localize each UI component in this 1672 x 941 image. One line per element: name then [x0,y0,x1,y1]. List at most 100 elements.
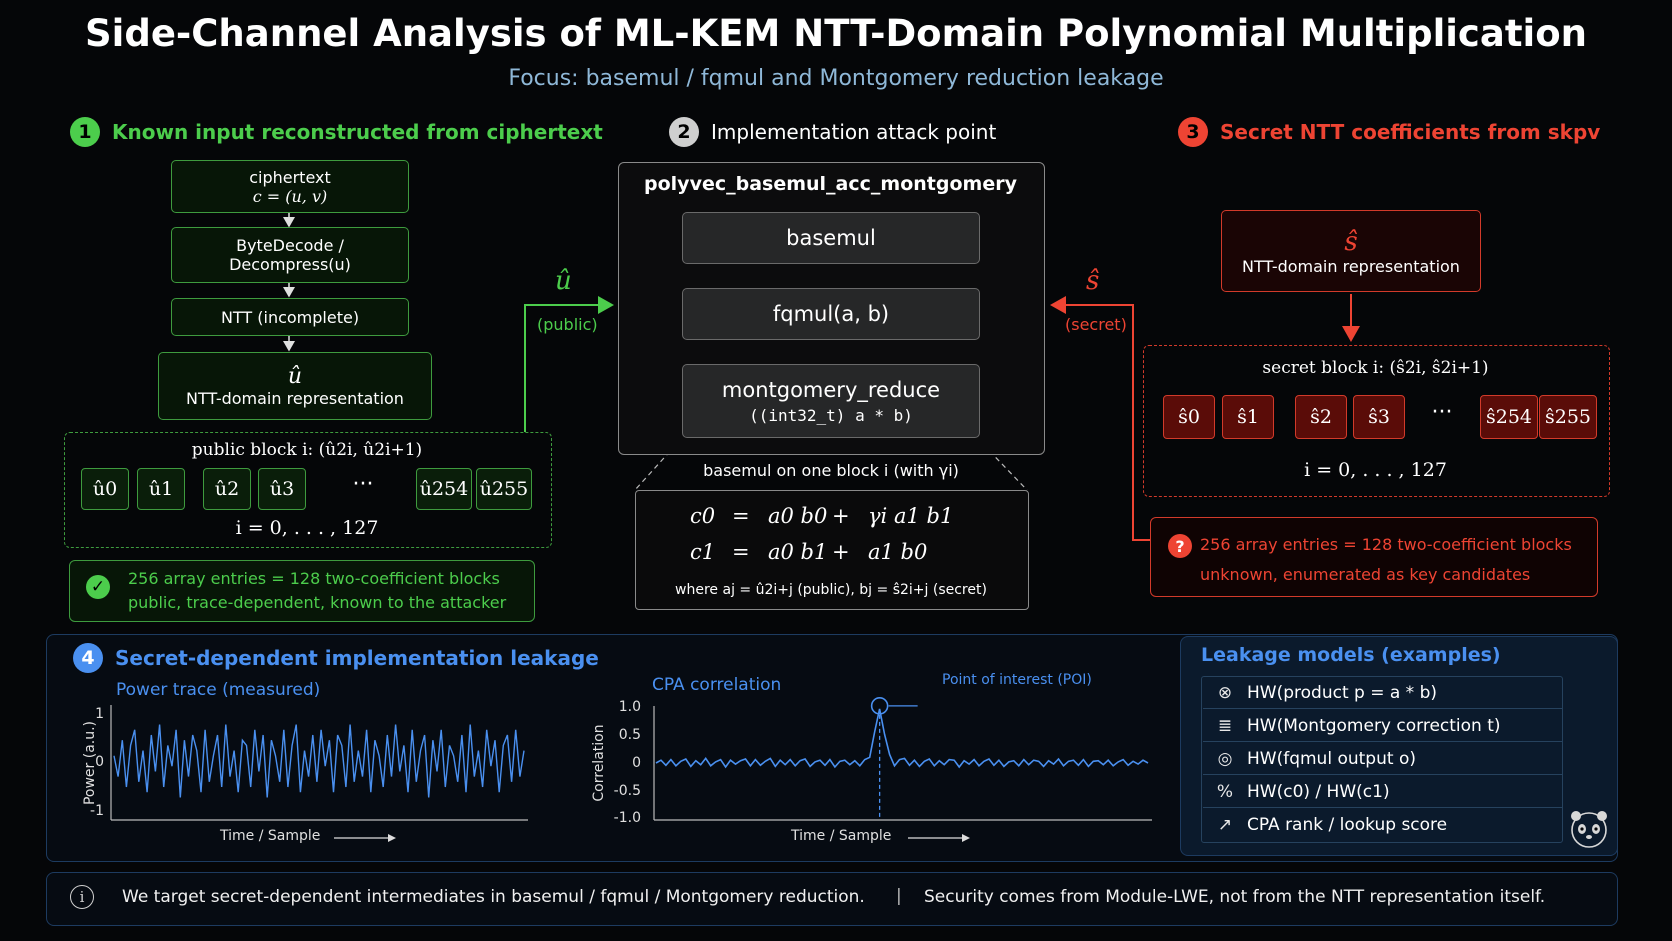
power-tick: -1 [90,803,104,819]
ciphertext-label: ciphertext [249,167,331,187]
equation-c1: c1 = a0 b1 + a1 b0 [690,540,1010,568]
secret-cell: ŝ255 [1539,395,1597,439]
leakage-models-panel [1180,636,1618,856]
eq2-term2: a1 b0 [868,540,928,564]
secret-cell: ŝ3 [1353,395,1405,439]
power-tick: 0 [95,754,104,770]
eq1-term1: a0 b0 [768,504,828,528]
question-icon: ? [1168,534,1192,558]
trend-icon: ↗ [1217,814,1233,835]
secret-info-text: 256 array entries = 128 two-coefficient … [1200,530,1572,590]
power-trace-line [113,724,525,798]
public-cell: û255 [476,468,532,510]
eq2-plus: + [832,540,850,564]
cpa-correlation-line [655,708,1149,769]
section4-number-badge: 4 [73,643,103,673]
leakage-model-label: HW(product p = a * b) [1247,682,1438,703]
leakage-models-table [1201,676,1563,843]
secret-tag: (secret) [1065,315,1127,334]
uhat-box: û NTT-domain representation [158,352,432,420]
basemul-box: basemul [682,212,980,264]
montgomery-box: montgomery_reduce ((int32_t) a * b) [682,364,980,438]
eq2-term1: a0 b1 [768,540,828,564]
ntt-box: NTT (incomplete) [171,298,409,336]
secret-info-line2: unknown, enumerated as key candidates [1200,565,1531,584]
fqmul-box: fqmul(a, b) [682,288,980,340]
uhat-arrow-label: û [555,266,572,296]
public-block-frame [64,432,552,548]
section1-number-badge: 1 [70,117,100,147]
secret-range: i = 0, . . . , 127 [1304,459,1447,481]
power-tick: 1 [95,706,104,722]
public-range: i = 0, . . . , 127 [235,517,379,539]
public-ellipsis: ··· [352,472,374,497]
page-title: Side-Channel Analysis of ML-KEM NTT-Doma… [85,12,1587,55]
ciphertext-formula: c = (u, v) [252,186,328,206]
function-name: polyvec_basemul_acc_montgomery [644,173,1017,195]
uhat-symbol: û [287,364,303,389]
secret-input-arrow [1050,296,1150,541]
footer-separator: | [896,886,902,906]
shat-symbol: ŝ [1344,226,1358,257]
section2-header: 2 Implementation attack point [669,117,996,147]
check-icon: ✓ [86,575,110,599]
public-tag: (public) [537,315,598,334]
block-title: basemul on one block i (with γi) [703,461,959,480]
secret-cell: ŝ1 [1222,395,1274,439]
public-block-label: public block i: (û2i, û2i+1) [191,440,423,460]
leakage-model-label: HW(Montgomery correction t) [1247,715,1501,736]
section1-header: 1 Known input reconstructed from ciphert… [70,117,603,147]
cpa-xlabel: Time / Sample [791,828,892,844]
section4-header: 4 Secret-dependent implementation leakag… [73,643,599,673]
secret-info-line1: 256 array entries = 128 two-coefficient … [1200,535,1572,554]
footer-bar [46,872,1618,926]
uhat-ntt-domain-label: NTT-domain representation [186,389,404,408]
fqmul-label: fqmul(a, b) [772,302,890,326]
cpa-tick: -1.0 [613,810,641,826]
decode-line1: ByteDecode / [236,236,344,255]
eq1-equals: = [732,504,750,528]
public-info-line1: 256 array entries = 128 two-coefficient … [128,569,500,588]
shat-box: ŝ NTT-domain representation [1221,210,1481,292]
footer-left-text: We target secret-dependent intermediates… [122,887,865,907]
secret-cell: ŝ2 [1295,395,1347,439]
multiply-icon: ⊗ [1217,682,1233,703]
leakage-model-row: ≣ HW(Montgomery correction t) [1203,710,1563,742]
public-info-box [69,560,535,622]
cpa-chart [653,697,1152,821]
ntt-label: NTT (incomplete) [220,307,360,327]
cpa-tick: -0.5 [613,783,641,799]
where-clause: where aj = û2i+j (public), bj = ŝ2i+j (s… [675,582,987,598]
montgomery-label: montgomery_reduce [721,377,941,402]
fraction-icon: % [1216,781,1234,802]
shat-ntt-domain-label: NTT-domain representation [1242,256,1460,276]
equation-c0: c0 = a0 b0 + γi a1 b1 [690,504,1010,532]
stack-icon: ≣ [1217,715,1233,736]
equation-box [635,490,1029,610]
cpa-tick: 0.5 [618,727,641,743]
public-info-text: 256 array entries = 128 two-coefficient … [128,567,506,615]
section1-title: Known input reconstructed from ciphertex… [112,120,603,144]
leakage-model-label: CPA rank / lookup score [1247,814,1448,835]
ciphertext-box: ciphertext c = (u, v) [171,160,409,213]
panda-logo-icon [1571,811,1607,848]
public-cell: û2 [203,468,251,510]
power-xlabel: Time / Sample [220,828,321,844]
power-trace-title: Power trace (measured) [116,680,321,700]
section3-title: Secret NTT coefficients from skpv [1220,120,1601,144]
target-icon: ◎ [1217,748,1233,769]
decode-line2: Decompress(u) [229,255,351,274]
leakage-model-row: ◎ HW(fqmul output o) [1203,743,1563,775]
page-subtitle: Focus: basemul / fqmul and Montgomery re… [508,66,1164,91]
poi-label: Point of interest (POI) [942,672,1092,688]
public-cell: û254 [416,468,472,510]
leakage-model-label: HW(c0) / HW(c1) [1247,781,1390,802]
leakage-model-row: ↗ CPA rank / lookup score [1203,809,1563,840]
eq2-equals: = [732,540,750,564]
section4-title: Secret-dependent implementation leakage [115,646,599,670]
secret-block-frame [1143,345,1610,497]
cpa-tick: 1.0 [618,699,641,715]
footer-right-text: Security comes from Module-LWE, not from… [924,887,1546,907]
cpa-tick: 0 [632,755,641,771]
public-input-arrow [524,296,614,432]
